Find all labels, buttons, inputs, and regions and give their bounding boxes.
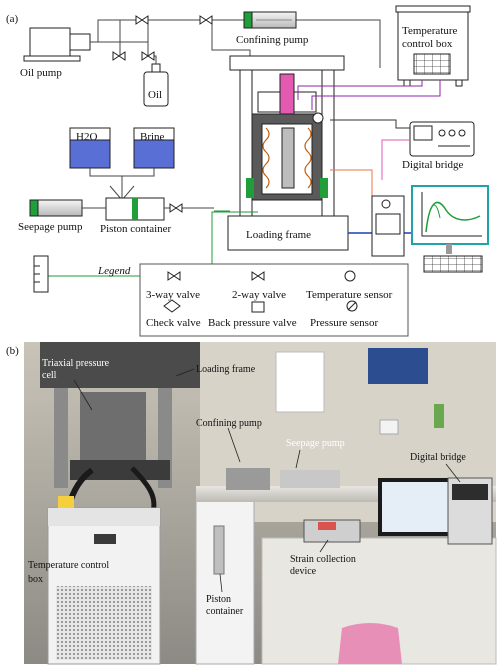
temperature-sensor-icon: [344, 270, 356, 282]
three-way-valve-icon: [199, 15, 213, 25]
legend-three-way-valve: 3-way valve: [146, 289, 200, 301]
h2o-tank: [69, 127, 111, 169]
measuring-cylinder: [33, 255, 49, 293]
photo-label-temperature-control-1: Temperature control: [28, 560, 109, 571]
loading-frame-label: Loading frame: [246, 229, 311, 241]
loading-frame-box: [227, 215, 349, 251]
photo-label-temperature-control-2: box: [28, 574, 43, 585]
photo-label-loading-frame: Loading frame: [196, 364, 256, 375]
two-way-valve-icon: [141, 51, 155, 61]
photo-label-strain-1: Strain collection: [290, 554, 356, 565]
panel-b: (b): [6, 342, 497, 665]
top-valves: [112, 15, 213, 61]
temperature-control-box: [395, 5, 471, 87]
legend-box: [139, 263, 409, 337]
h2o-label: H2O: [76, 131, 97, 143]
two-way-valve-icon: [251, 271, 265, 281]
legend-check-valve: Check valve: [146, 317, 201, 329]
lab-photo: [24, 342, 497, 665]
top-pipes: [90, 19, 381, 68]
photo-label-piston-1: Piston: [206, 594, 231, 605]
brine-label: Brine: [140, 131, 165, 143]
panel-a-tag: (a): [6, 13, 19, 25]
photo-label-triaxial-1: Triaxial pressure: [42, 358, 110, 369]
three-way-valve-icon: [167, 271, 181, 281]
temperature-control-box-label-1: Temperature: [402, 25, 458, 37]
piston-container-label: Piston container: [100, 223, 172, 235]
photo-label-triaxial-2: cell: [42, 370, 57, 381]
photo-label-confining-pump: Confining pump: [196, 418, 262, 429]
photo-leader-lines: [73, 368, 461, 593]
oil-label: Oil: [148, 89, 162, 101]
oil-bottle: [143, 63, 169, 107]
loading-frame-structure: [229, 55, 345, 221]
confining-pump: [243, 11, 297, 29]
photo-label-seepage-pump: Seepage pump: [286, 438, 345, 449]
piston-container: [105, 197, 165, 221]
panel-b-tag: (b): [6, 345, 19, 357]
oil-pump-label: Oil pump: [20, 67, 62, 79]
digital-bridge-label: Digital bridge: [402, 159, 464, 171]
check-valve-icon: [163, 299, 181, 313]
temperature-control-box-label-2: control box: [402, 38, 453, 50]
confining-pump-label: Confining pump: [236, 34, 309, 46]
wires: [40, 80, 441, 277]
digital-bridge: [409, 121, 475, 157]
photo-label-strain-2: device: [290, 566, 317, 577]
panel-a: (a) Oil pump Oil: [6, 5, 489, 337]
three-way-valve-icon: [135, 15, 149, 25]
tank-pipes: [89, 168, 155, 201]
oil-pump: [23, 27, 91, 62]
seepage-pump: [29, 199, 83, 217]
seepage-pump-label: Seepage pump: [18, 221, 83, 233]
legend-pressure-sensor: Pressure sensor: [310, 317, 378, 329]
back-pressure-valve-icon: [251, 301, 265, 313]
legend-two-way-valve: 2-way valve: [232, 289, 286, 301]
two-way-valve-icon: [169, 203, 183, 213]
computer-monitor: [411, 185, 489, 273]
two-way-valve-icon: [112, 51, 126, 61]
legend-temperature-sensor: Temperature sensor: [306, 289, 393, 301]
strain-device: [371, 195, 405, 257]
photo-label-piston-2: container: [206, 606, 244, 617]
legend-back-pressure-valve: Back pressure valve: [208, 317, 297, 329]
photo-label-digital-bridge: Digital bridge: [410, 452, 466, 463]
legend-title: Legend: [97, 265, 131, 277]
